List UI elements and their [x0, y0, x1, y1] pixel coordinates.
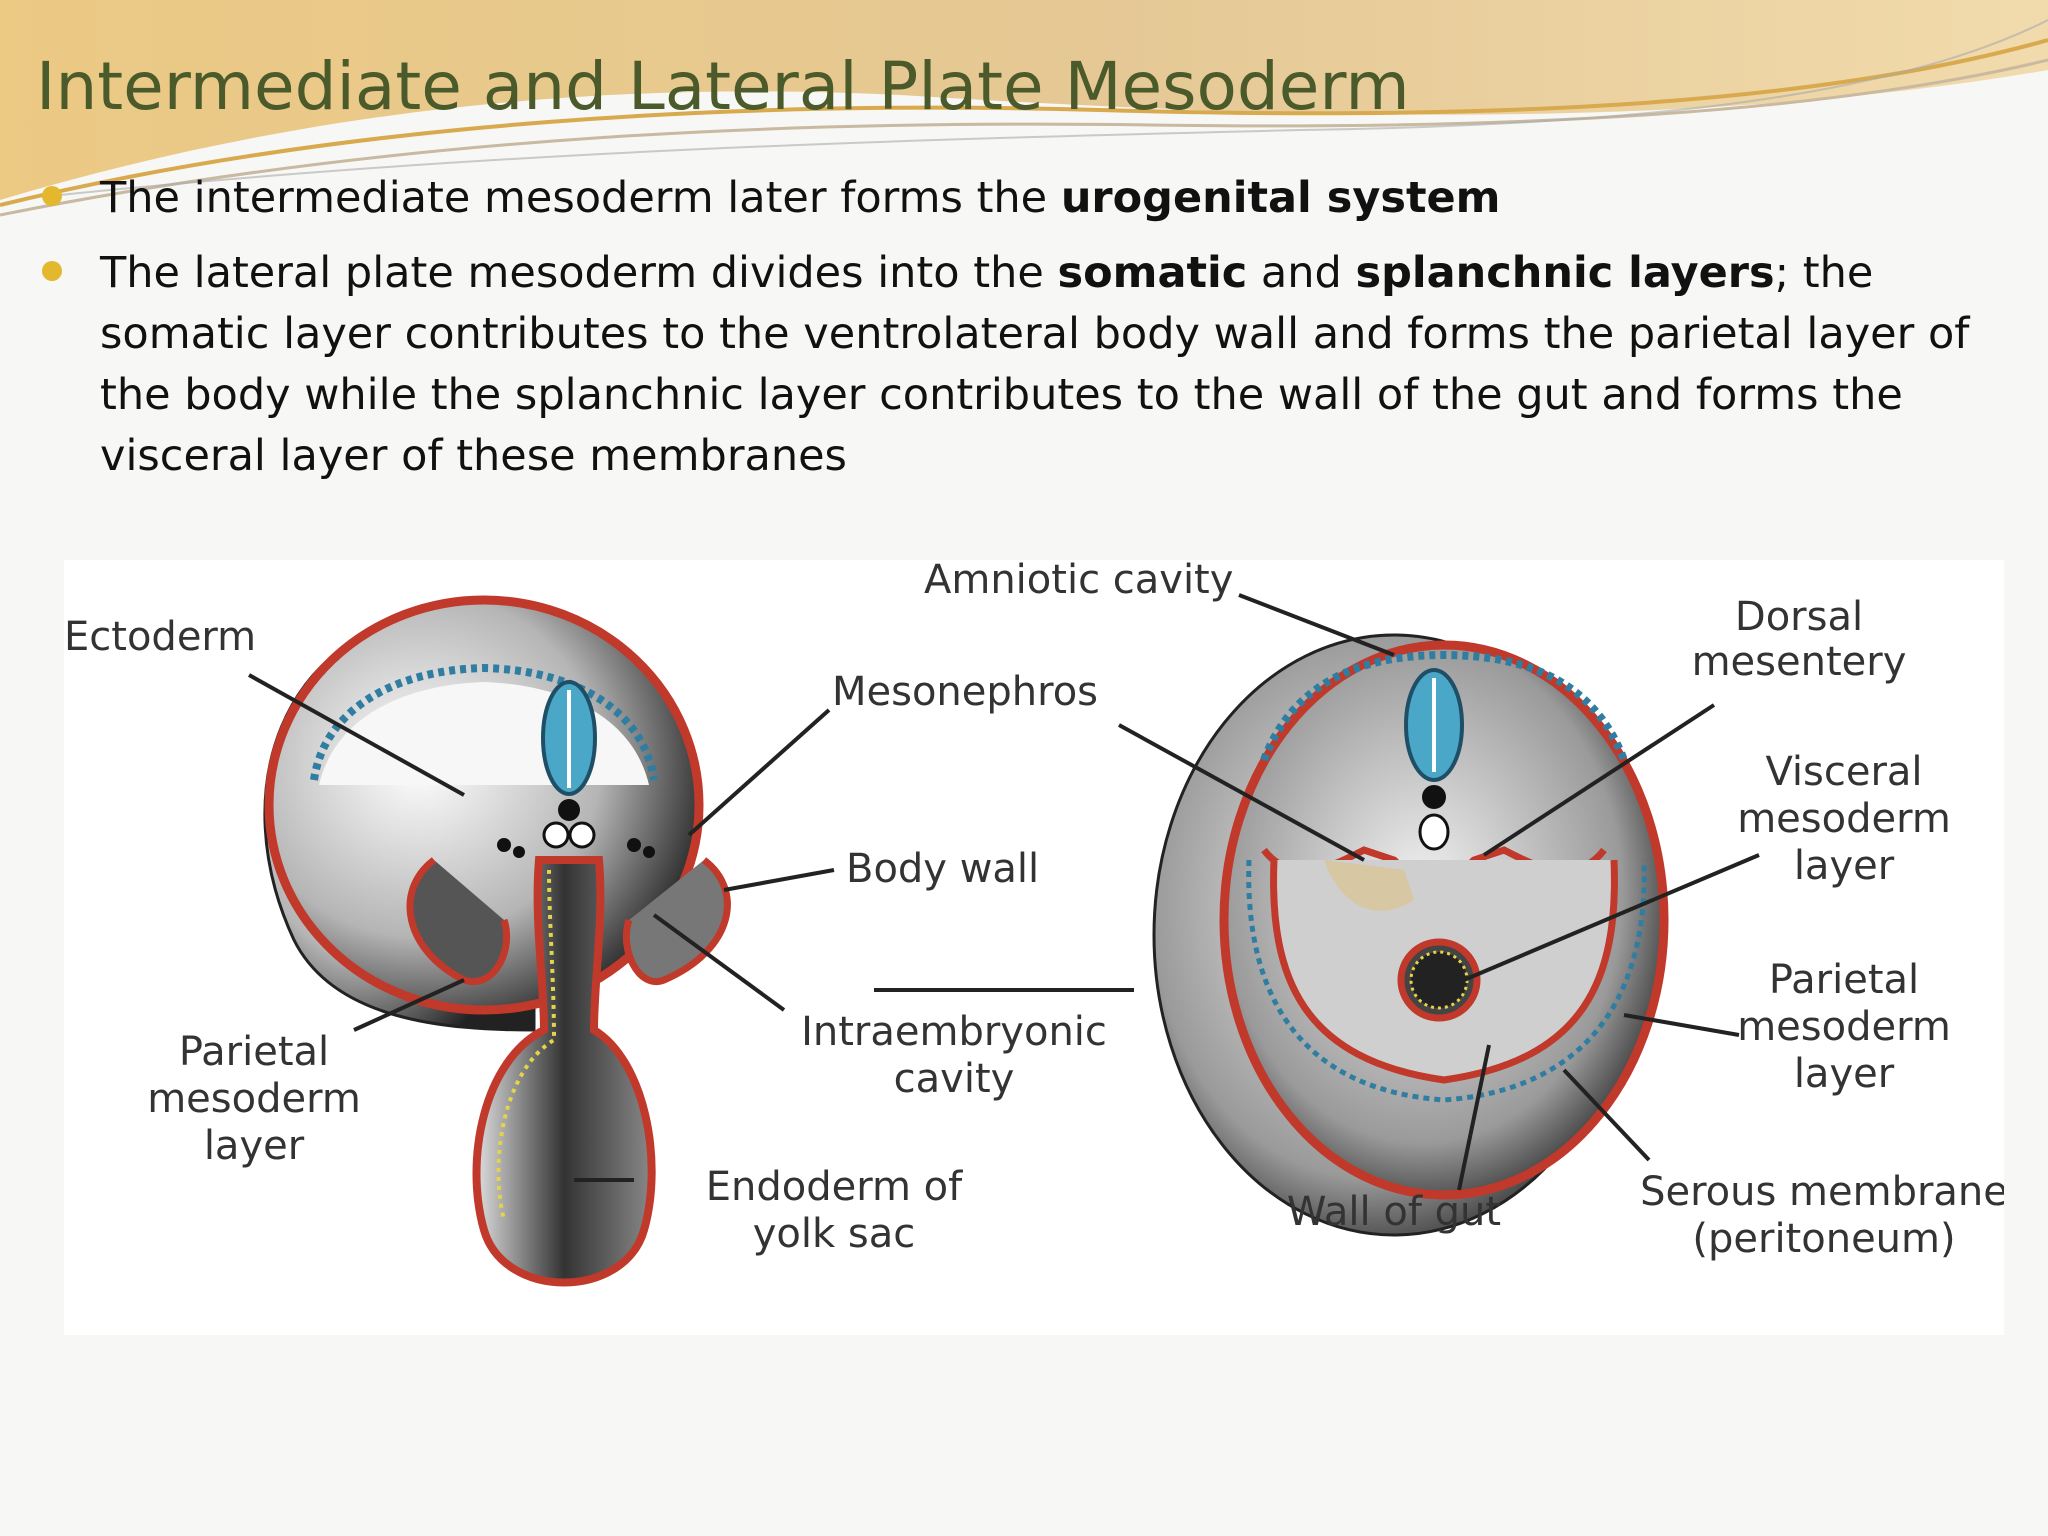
label-parietal-left-line2: mesoderm [147, 1076, 361, 1122]
page-title: Intermediate and Lateral Plate Mesoderm [36, 48, 1410, 125]
bullet-bold-term: splanchnic layers [1355, 248, 1775, 298]
bullet-text-run: and [1247, 248, 1356, 298]
left-embryo-drawing [263, 595, 731, 1287]
bullet-icon [42, 186, 62, 206]
label-parietal-right-line3: layer [1794, 1051, 1895, 1097]
label-parietal-right-line2: mesoderm [1737, 1004, 1951, 1050]
label-parietal-left-line3: layer [204, 1123, 305, 1169]
label-wall-of-gut: Wall of gut [1287, 1189, 1501, 1235]
label-parietal-left-line1: Parietal [179, 1029, 329, 1075]
bullet-text-run: ; the somatic layer contributes to the v… [100, 248, 1970, 481]
bullet-bold-term: somatic [1057, 248, 1248, 298]
label-dorsal-mesentery-line2: mesentery [1692, 639, 1907, 685]
label-amniotic-cavity: Amniotic cavity [924, 560, 1233, 603]
bullet-text-run: The intermediate mesoderm later forms th… [100, 173, 1061, 223]
label-endoderm-line2: yolk sac [753, 1211, 915, 1257]
bullet-text: The intermediate mesoderm later forms th… [100, 168, 1990, 229]
label-serous-membrane-line2: (peritoneum) [1692, 1216, 1955, 1262]
bullet-icon [42, 261, 62, 281]
label-visceral-line1: Visceral [1765, 749, 1922, 795]
header-decoration [0, 0, 2048, 217]
label-intraembryonic-cavity-line2: cavity [894, 1056, 1015, 1102]
embryo-cross-section-diagram: Ectoderm Mesonephros Body wall Intraembr… [64, 560, 2004, 1335]
label-mesonephros: Mesonephros [832, 669, 1098, 715]
label-serous-membrane-line1: Serous membrane [1640, 1169, 2004, 1215]
leader-lines [248, 593, 1760, 1191]
label-visceral-line2: mesoderm [1737, 796, 1951, 842]
bullet-text: The lateral plate mesoderm divides into … [100, 243, 1990, 487]
label-parietal-right-line1: Parietal [1769, 957, 1919, 1003]
label-dorsal-mesentery-line1: Dorsal [1735, 594, 1863, 640]
label-visceral-line3: layer [1794, 843, 1895, 889]
label-body-wall: Body wall [846, 846, 1039, 892]
label-endoderm-line1: Endoderm of [706, 1164, 963, 1210]
bullet-bold-term: urogenital system [1060, 173, 1501, 223]
bullet-text-run: The lateral plate mesoderm divides into … [100, 248, 1058, 298]
label-intraembryonic-cavity-line1: Intraembryonic [801, 1009, 1107, 1055]
label-ectoderm: Ectoderm [64, 614, 256, 660]
right-embryo-drawing [1152, 633, 1669, 1237]
